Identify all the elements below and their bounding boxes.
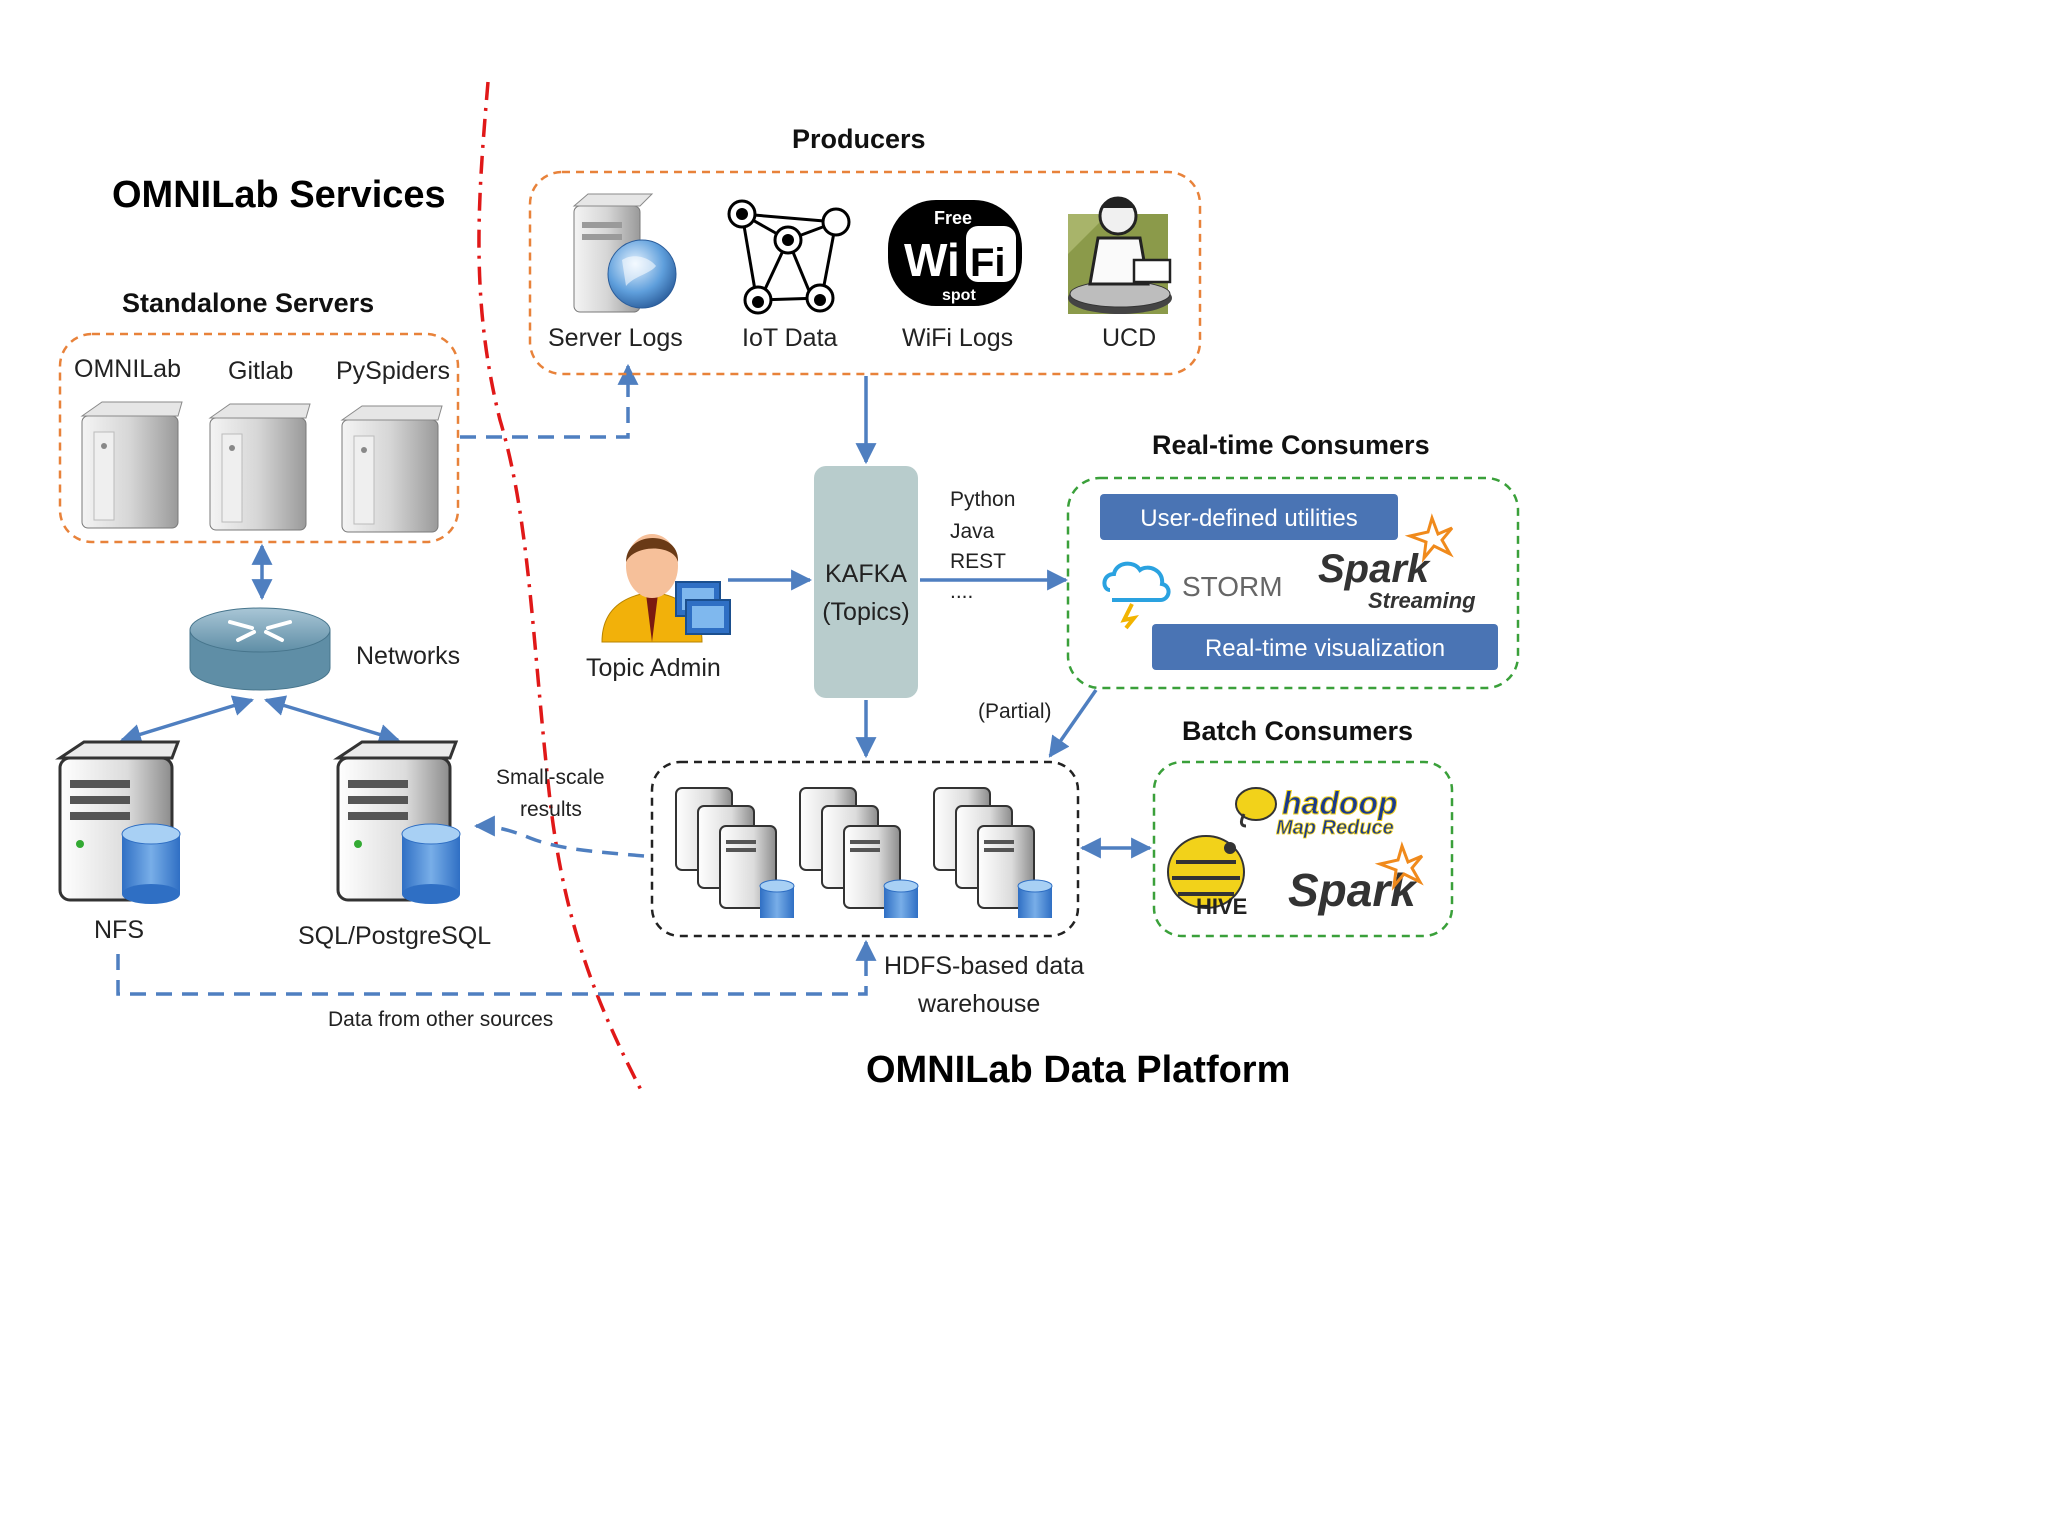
realtime-visualization-label: Real-time visualization — [1205, 635, 1445, 662]
router-sql-arrow — [263, 695, 401, 745]
ucd-user-icon — [1068, 196, 1172, 314]
networks-label: Networks — [356, 642, 460, 670]
user-defined-utilities-label: User-defined utilities — [1140, 505, 1357, 532]
server-cluster-icon — [799, 787, 919, 918]
client-lang-python: Python — [950, 488, 1015, 511]
batch-title: Batch Consumers — [1182, 716, 1413, 746]
partial-label: (Partial) — [978, 700, 1052, 723]
tower-server-icon — [340, 405, 443, 533]
wifi-word-wi: Wi — [904, 234, 960, 286]
realtime-visualization-pill — [1152, 624, 1498, 670]
server-cluster-icon — [675, 787, 795, 918]
services-title: OMNILab Services — [112, 174, 446, 216]
spark-star-icon — [1374, 841, 1424, 891]
hadoop-logo-text: hadoop — [1282, 785, 1398, 821]
hdfs-label-line2: warehouse — [917, 990, 1040, 1018]
wifi-badge-icon: Wi Fi Free spot — [888, 200, 1022, 306]
iot-network-icon — [727, 199, 851, 315]
hadoop-elephant-icon — [1235, 787, 1277, 828]
topic-admin-person-icon — [601, 534, 731, 643]
sql-label: SQL/PostgreSQL — [298, 922, 491, 950]
producer-ucd-label: UCD — [1102, 324, 1156, 352]
servers-to-producers-arrow — [460, 363, 639, 439]
standalone-servers-box — [58, 332, 460, 544]
tower-server-icon — [80, 401, 183, 529]
spark-streaming-logo: Spark — [1318, 547, 1431, 591]
server-logs-icon — [572, 193, 677, 313]
realtime-to-hdfs-arrow — [1048, 688, 1098, 758]
producer-wifi-label: WiFi Logs — [902, 324, 1013, 352]
database-icon — [121, 823, 181, 904]
producer-iot-label: IoT Data — [742, 324, 838, 352]
wifi-spot-text: spot — [942, 287, 976, 304]
topic-admin-label: Topic Admin — [586, 654, 721, 682]
realtime-consumers-box — [1066, 476, 1520, 690]
spark-logo-text: Spark — [1288, 864, 1418, 916]
spark-star-icon — [1404, 513, 1454, 563]
client-lang-rest: REST — [950, 550, 1006, 573]
standalone-title: Standalone Servers — [122, 288, 374, 318]
realtime-title: Real-time Consumers — [1152, 430, 1430, 460]
hive-bee-icon — [1167, 835, 1245, 909]
mapreduce-logo-text: Map Reduce — [1276, 817, 1394, 839]
platform-title: OMNILab Data Platform — [866, 1049, 1290, 1091]
kafka-node — [814, 466, 918, 698]
producers-title: Producers — [792, 124, 926, 154]
other-sources-label: Data from other sources — [328, 1008, 553, 1031]
database-icon — [401, 823, 461, 904]
storm-logo-icon — [1102, 561, 1171, 630]
producer-server-logs-label: Server Logs — [548, 324, 683, 352]
small-scale-label: Small-scale — [496, 766, 605, 789]
hdfs-warehouse-box — [650, 760, 1080, 938]
other-sources-arrow — [116, 939, 877, 996]
hive-logo-text: HIVE — [1196, 894, 1247, 919]
server-label-gitlab: Gitlab — [228, 357, 293, 385]
kafka-topics-label: (Topics) — [822, 598, 910, 626]
server-label-omnilab: OMNILab — [74, 355, 181, 383]
producers-box — [528, 170, 1202, 376]
hdfs-label-line1: HDFS-based data — [884, 952, 1084, 980]
tower-server-icon — [208, 403, 311, 531]
wifi-free-text: Free — [934, 208, 972, 228]
architecture-diagram: OMNILab Services OMNILab Data Platform S… — [55, 81, 1520, 1093]
wifi-word-fi: Fi — [970, 241, 1006, 285]
user-defined-utilities-pill — [1100, 494, 1398, 540]
router-nfs-arrow — [119, 695, 255, 745]
small-scale-results-label: results — [520, 798, 582, 821]
spark-streaming-word: Streaming — [1368, 588, 1476, 613]
kafka-label: KAFKA — [825, 560, 907, 588]
hdfs-to-sql-arrow — [473, 815, 645, 858]
storm-label: STORM — [1182, 571, 1283, 602]
nfs-label: NFS — [94, 916, 144, 944]
server-cluster-icon — [933, 787, 1053, 918]
server-label-pyspiders: PySpiders — [336, 357, 450, 385]
client-lang-more: .... — [950, 580, 973, 603]
router-icon — [189, 607, 331, 691]
client-lang-java: Java — [950, 520, 995, 543]
